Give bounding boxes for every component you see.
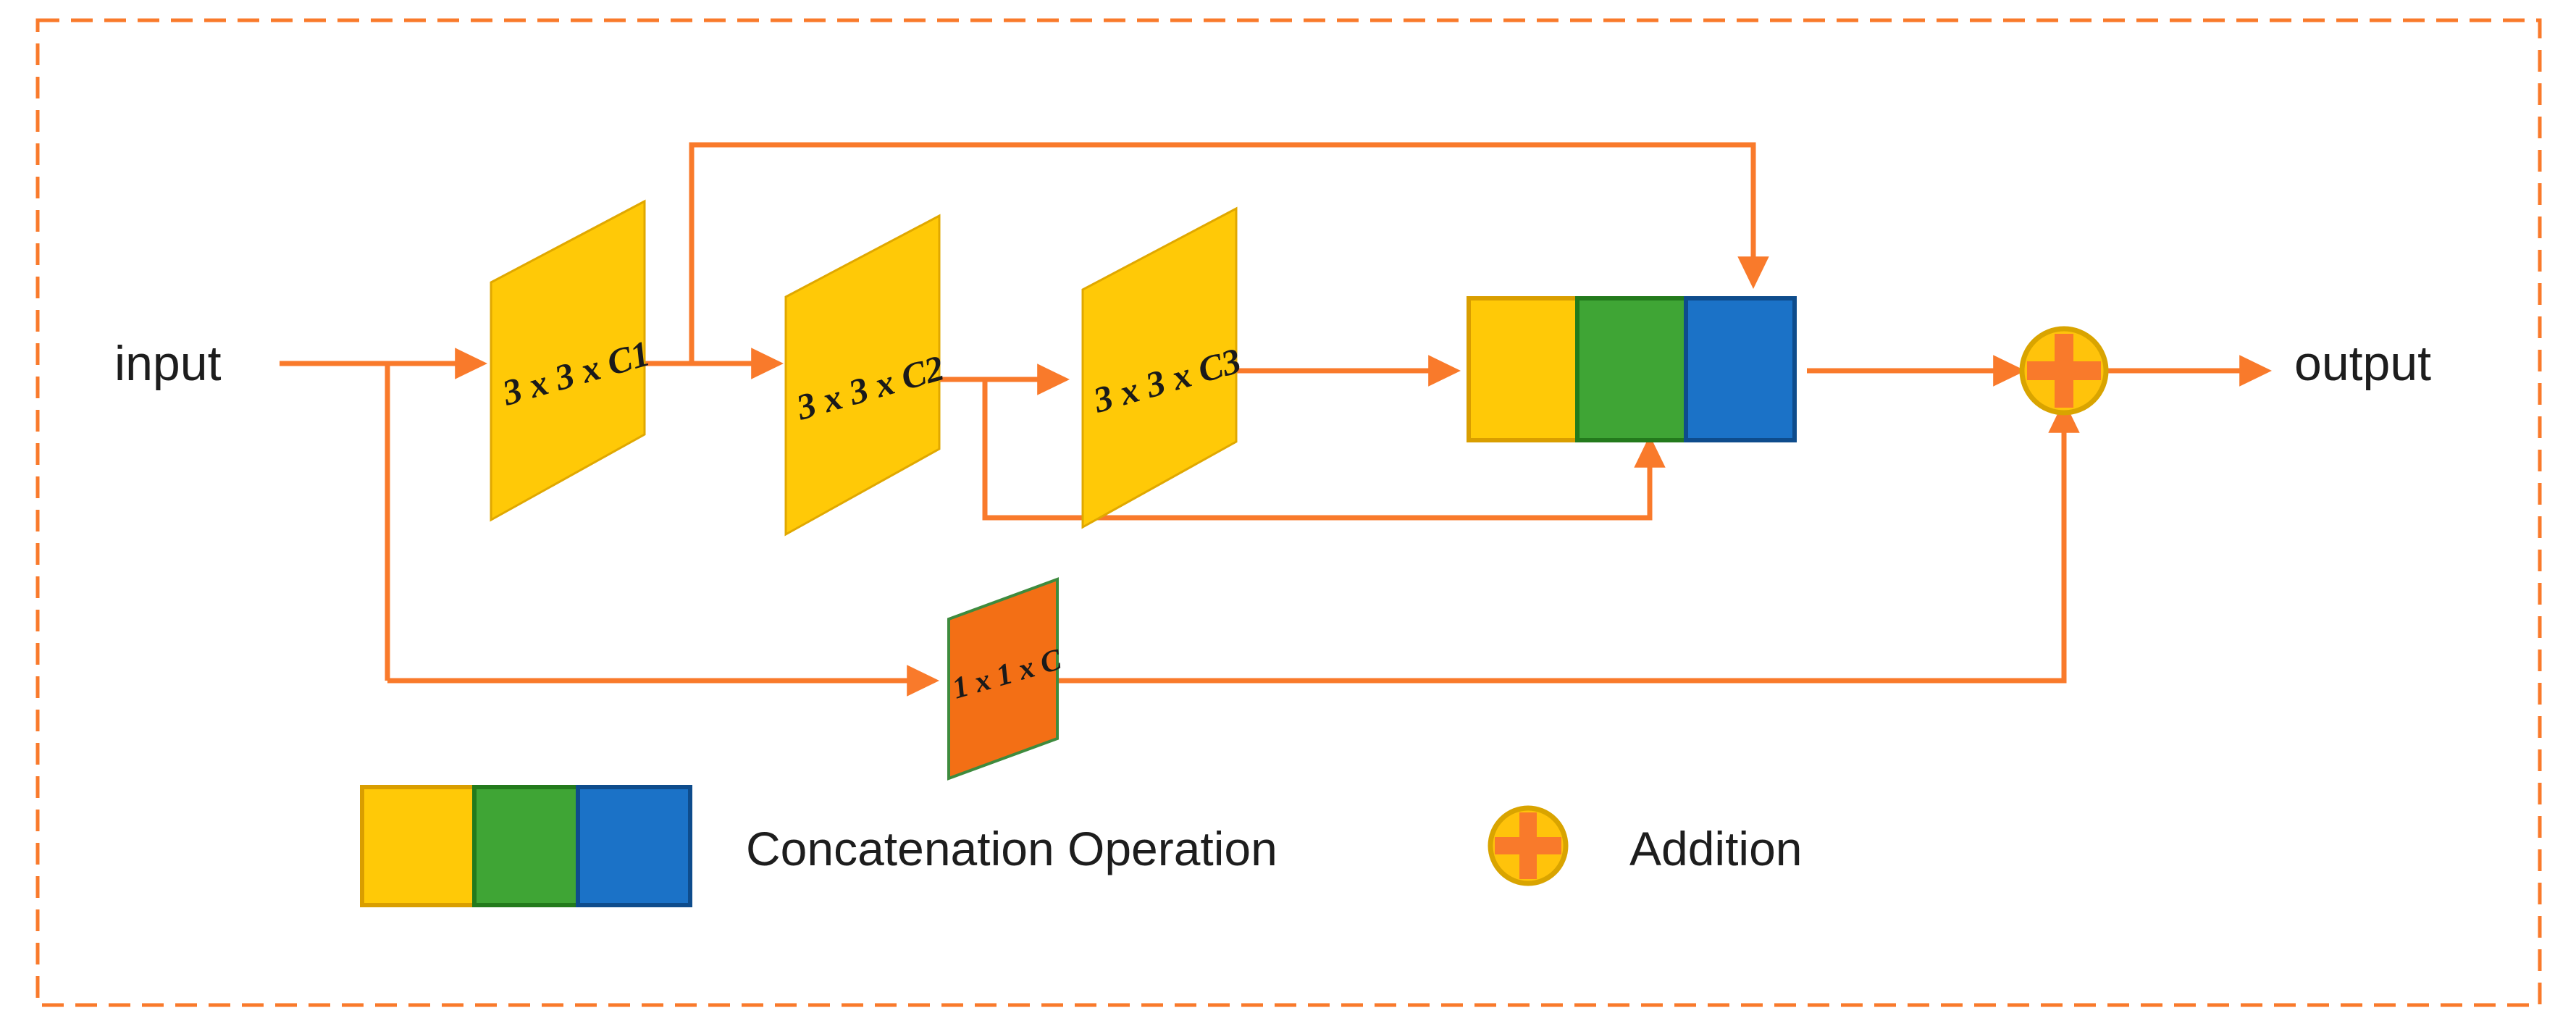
legend-addition-plus-vertical: [1519, 812, 1537, 879]
projection-plane-shape: [947, 577, 1059, 781]
legend-item-addition[interactable]: Addition: [1488, 805, 1803, 886]
edge-skip-conv2-to-concat-green: [982, 379, 1666, 521]
conv-block-3[interactable]: 3 x 3 x C3: [1081, 206, 1245, 529]
input-label: input: [114, 336, 222, 391]
legend-swatch-yellow: [360, 785, 477, 907]
edge-projection-to-addition: [1043, 400, 2080, 684]
conv-plane-2-shape: [784, 214, 941, 537]
addition-plus-vertical: [2055, 334, 2073, 408]
concatenation-block[interactable]: [1467, 296, 1797, 442]
addition-node[interactable]: [2019, 326, 2109, 416]
projection-block[interactable]: 1 x 1 x C: [947, 577, 1066, 781]
legend-concatenation-label: Concatenation Operation: [746, 822, 1277, 875]
legend-swatch-green: [472, 785, 580, 907]
legend-swatch-blue: [576, 785, 692, 907]
edge-skip-conv1-to-concat-blue: [689, 142, 1769, 363]
dashed-frame: [35, 18, 2542, 1007]
plus-circle-icon: [1488, 805, 1569, 886]
conv-block-2[interactable]: 3 x 3 x C2: [784, 214, 948, 537]
conv-block-1[interactable]: 3 x 3 x C1: [490, 199, 654, 522]
legend: Concatenation Operation Addition: [360, 785, 1803, 907]
output-label: output: [2294, 336, 2431, 391]
concat-segment-green: [1575, 296, 1688, 442]
legend-addition-label: Addition: [1629, 822, 1803, 875]
concat-segment-yellow: [1467, 296, 1579, 442]
concat-segment-blue: [1684, 296, 1797, 442]
legend-item-concatenation[interactable]: Concatenation Operation: [360, 785, 1277, 907]
conv-plane-3-shape: [1081, 206, 1238, 529]
tri-color-bar-icon: [360, 785, 692, 907]
conv-plane-1-shape: [490, 199, 646, 522]
